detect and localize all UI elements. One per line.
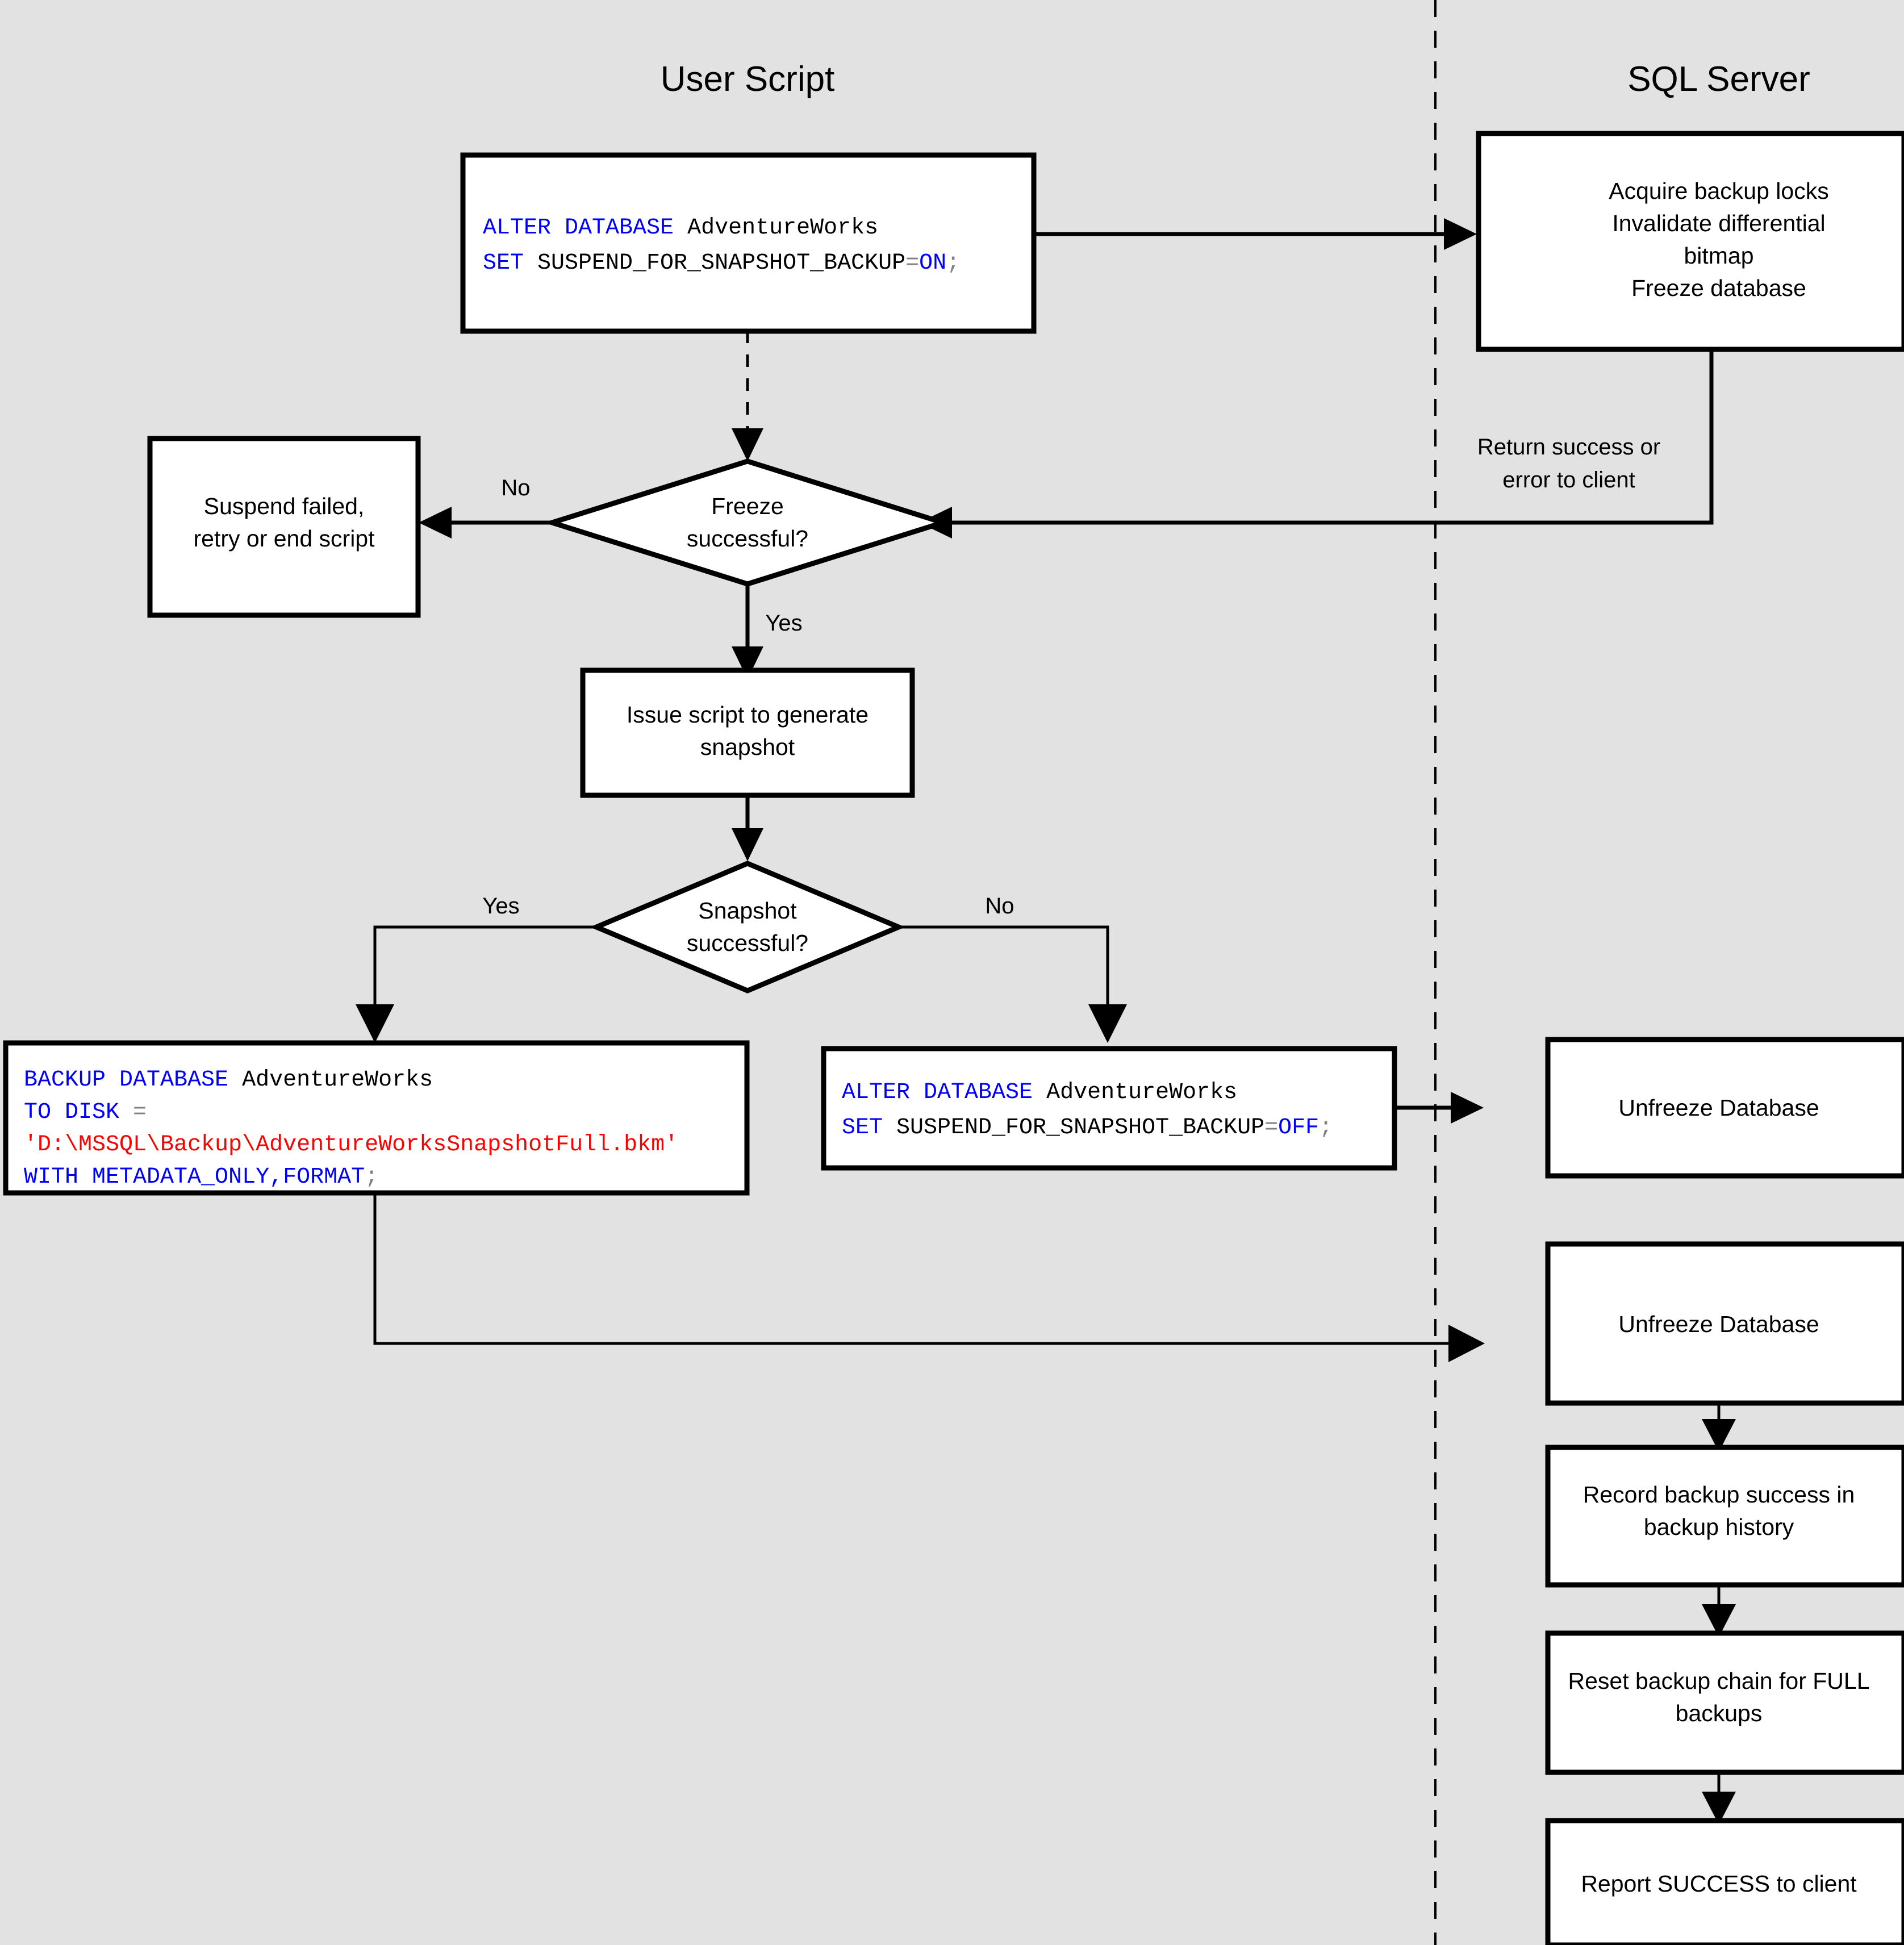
alter-off-l2-semi: ; xyxy=(1319,1115,1333,1141)
annotation-return-to-client: Return success or error to client xyxy=(1477,435,1660,492)
backup-l3-str: 'D:\MSSQL\Backup\AdventureWorksSnapshotF… xyxy=(24,1132,678,1158)
alter-off-line-1: ALTER DATABASE AdventureWorks xyxy=(842,1080,1237,1105)
unfreeze-database-2-box[interactable] xyxy=(1545,1241,1904,1406)
node-issue-script[interactable]: Issue script to generate snapshot xyxy=(580,667,915,798)
alter-on-box[interactable] xyxy=(460,152,1037,334)
arrowhead-to-record-backup xyxy=(1702,1419,1736,1452)
alter-off-l1-id: AdventureWorks xyxy=(1046,1080,1237,1105)
return-note-line-2: error to client xyxy=(1502,468,1635,492)
freeze-decision-line-2: successful? xyxy=(687,525,808,552)
record-backup-line-2: backup history xyxy=(1644,1514,1794,1540)
acquire-locks-line-2: Invalidate differential xyxy=(1612,210,1825,236)
reset-backup-chain-box[interactable] xyxy=(1545,1630,1904,1775)
node-record-backup-success[interactable]: Record backup success in backup history xyxy=(1545,1445,1904,1588)
report-success-label: Report SUCCESS to client xyxy=(1581,1871,1857,1897)
arrowhead-to-unfreeze-2 xyxy=(1448,1325,1485,1362)
backup-l2-kw: TO DISK xyxy=(24,1100,133,1125)
arrowhead-to-alter-off-box xyxy=(1088,1004,1127,1043)
alter-on-l2-semi: ; xyxy=(946,251,960,276)
edge-label-freeze-yes: Yes xyxy=(765,611,802,636)
snapshot-decision-line-1: Snapshot xyxy=(698,898,797,924)
backup-line-1: BACKUP DATABASE AdventureWorks xyxy=(24,1067,433,1093)
acquire-locks-line-3: bitmap xyxy=(1684,243,1753,269)
alter-on-line-1: ALTER DATABASE AdventureWorks xyxy=(483,215,878,241)
alter-off-l2-kw: SET xyxy=(842,1115,896,1141)
backup-line-2: TO DISK = xyxy=(24,1100,147,1125)
backup-line-4: WITH METADATA_ONLY,FORMAT; xyxy=(24,1165,378,1190)
alter-on-l2-eq: = xyxy=(905,251,919,276)
alter-off-l2-id: SUSPEND_FOR_SNAPSHOT_BACKUP xyxy=(896,1115,1264,1141)
alter-on-l2-kw: SET xyxy=(483,251,537,276)
reset-chain-line-2: backups xyxy=(1676,1700,1763,1726)
snapshot-decision-line-2: successful? xyxy=(687,930,808,956)
alter-off-l2-val: OFF xyxy=(1278,1115,1319,1141)
unfreeze-2-label: Unfreeze Database xyxy=(1618,1311,1819,1337)
arrowhead-to-acquire xyxy=(1444,218,1477,250)
arrowhead-to-freeze-decision xyxy=(732,428,763,461)
lane-title-user-script: User Script xyxy=(661,60,835,99)
arrowhead-to-report-success xyxy=(1702,1792,1736,1825)
node-freeze-successful-decision[interactable]: Freeze successful? xyxy=(543,458,952,587)
acquire-locks-box[interactable] xyxy=(1476,131,1904,352)
alter-off-l1-kw: ALTER DATABASE xyxy=(842,1080,1046,1105)
node-alter-database-on[interactable]: ALTER DATABASE AdventureWorks SET SUSPEN… xyxy=(460,152,1037,334)
report-success-box[interactable] xyxy=(1545,1818,1904,1945)
record-backup-box[interactable] xyxy=(1545,1445,1904,1588)
edge-label-freeze-no: No xyxy=(501,475,530,500)
edge-label-snapshot-yes: Yes xyxy=(482,894,519,919)
arrowhead-to-backup-box xyxy=(356,1004,394,1043)
node-reset-backup-chain[interactable]: Reset backup chain for FULL backups xyxy=(1545,1630,1904,1775)
node-snapshot-successful-decision[interactable]: Snapshot successful? xyxy=(590,861,905,994)
alter-on-line-2: SET SUSPEND_FOR_SNAPSHOT_BACKUP=ON; xyxy=(483,251,960,276)
connector-snapshot-no-to-alter-off xyxy=(899,925,1109,1017)
backup-l4-kw: WITH METADATA_ONLY,FORMAT xyxy=(24,1165,365,1190)
arrowhead-to-unfreeze-1 xyxy=(1451,1092,1484,1124)
arrowhead-to-issue-script xyxy=(732,646,763,679)
suspend-failed-box[interactable] xyxy=(147,436,421,618)
backup-database-box[interactable] xyxy=(3,1040,750,1196)
alter-on-l2-val: ON xyxy=(919,251,946,276)
connector-acquire-to-freeze xyxy=(943,348,1714,525)
acquire-locks-line-4: Freeze database xyxy=(1631,275,1806,301)
snapshot-decision-diamond[interactable] xyxy=(590,861,905,994)
freeze-decision-line-1: Freeze xyxy=(711,493,784,519)
node-report-success[interactable]: Report SUCCESS to client xyxy=(1545,1818,1904,1945)
return-note-line-1: Return success or xyxy=(1477,435,1660,460)
connector-backup-to-unfreeze2 xyxy=(373,1193,1460,1345)
unfreeze-1-label: Unfreeze Database xyxy=(1618,1095,1819,1121)
edge-label-snapshot-no: No xyxy=(985,894,1014,919)
node-suspend-failed[interactable]: Suspend failed, retry or end script xyxy=(147,436,421,618)
connector-snapshot-yes-to-backup xyxy=(373,925,596,1017)
node-unfreeze-database-2[interactable]: Unfreeze Database xyxy=(1545,1241,1904,1406)
alter-on-l1-id: AdventureWorks xyxy=(687,215,878,241)
alter-off-line-2: SET SUSPEND_FOR_SNAPSHOT_BACKUP=OFF; xyxy=(842,1115,1333,1141)
backup-line-3: 'D:\MSSQL\Backup\AdventureWorksSnapshotF… xyxy=(24,1132,678,1158)
backup-l1-id: AdventureWorks xyxy=(242,1067,433,1093)
issue-script-box[interactable] xyxy=(580,667,915,798)
backup-l4-semi: ; xyxy=(365,1165,378,1190)
lane-title-sql-server: SQL Server xyxy=(1627,60,1810,99)
record-backup-line-1: Record backup success in xyxy=(1583,1481,1855,1508)
alter-off-l2-eq: = xyxy=(1264,1115,1278,1141)
node-alter-database-off[interactable]: ALTER DATABASE AdventureWorks SET SUSPEN… xyxy=(821,1046,1397,1171)
unfreeze-database-1-box[interactable] xyxy=(1545,1037,1904,1179)
reset-chain-line-1: Reset backup chain for FULL xyxy=(1568,1668,1870,1694)
freeze-decision-diamond[interactable] xyxy=(543,458,952,587)
arrowhead-to-suspend-failed xyxy=(419,507,452,539)
node-backup-database[interactable]: BACKUP DATABASE AdventureWorks TO DISK =… xyxy=(3,1040,750,1196)
backup-l1-kw: BACKUP DATABASE xyxy=(24,1067,242,1093)
acquire-locks-line-1: Acquire backup locks xyxy=(1609,178,1828,204)
arrowhead-to-reset-chain xyxy=(1702,1604,1736,1637)
node-unfreeze-database-1[interactable]: Unfreeze Database xyxy=(1545,1037,1904,1179)
alter-off-box[interactable] xyxy=(821,1046,1397,1171)
node-acquire-backup-locks[interactable]: Acquire backup locks Invalidate differen… xyxy=(1476,131,1904,352)
suspend-failed-line-1: Suspend failed, xyxy=(204,493,365,519)
issue-script-line-1: Issue script to generate xyxy=(627,702,869,728)
alter-on-l1-kw: ALTER DATABASE xyxy=(483,215,687,241)
arrowhead-to-snapshot-decision xyxy=(732,828,763,861)
backup-l2-eq: = xyxy=(133,1100,147,1125)
suspend-failed-line-2: retry or end script xyxy=(194,525,375,552)
issue-script-line-2: snapshot xyxy=(700,734,795,760)
alter-on-l2-id: SUSPEND_FOR_SNAPSHOT_BACKUP xyxy=(537,251,905,276)
